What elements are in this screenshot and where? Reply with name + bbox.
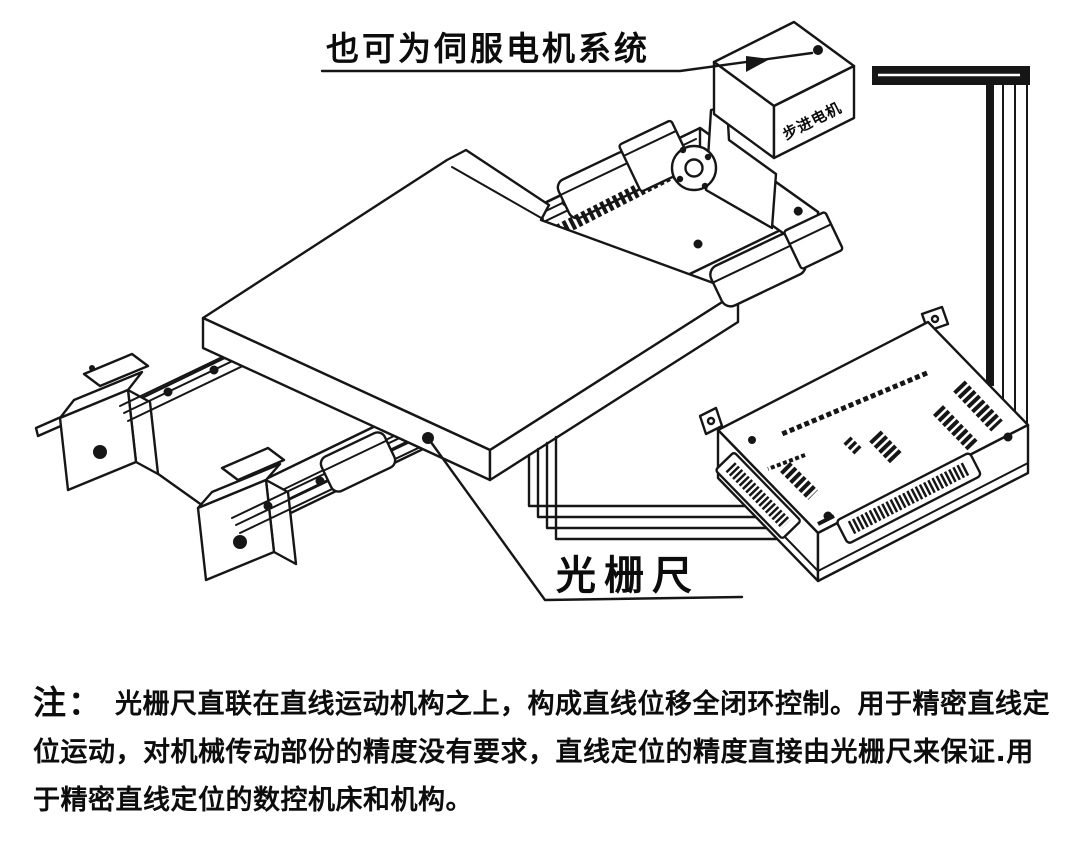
screw-flange (670, 144, 718, 192)
motor-mount-bracket (704, 104, 778, 230)
servo-label-group: 也可为伺服电机系统 (320, 29, 814, 73)
servo-leader-arrowhead (746, 56, 770, 72)
encoder-cable (527, 435, 784, 541)
note-line-3: 于精密直线定位的数控机床和机构。 (33, 785, 473, 816)
driver-terminal-blocks (780, 380, 1003, 500)
driver-printed-text-marks (767, 370, 928, 471)
driver-db-connector (836, 452, 982, 544)
motor-cable (872, 66, 1030, 425)
end-block-back-left (58, 352, 160, 492)
driver-pin-connector (715, 452, 801, 539)
end-block-front-right (783, 206, 844, 270)
note-line-1-text: 光栅尺直联在直线运动机构之上，构成直线位移全闭环控制。用于精密直线定 (115, 689, 1050, 720)
scale-leader-line (426, 436, 744, 602)
note-line-2: 位运动，对机械传动部份的精度没有要求，直线定位的精度直接由光栅尺来保证.用 (33, 737, 1034, 768)
note-line-1: 注： 光栅尺直联在直线运动机构之上，构成直线位移全闭环控制。用于精密直线定 (33, 679, 1055, 729)
table-platform (201, 148, 740, 482)
end-block-front-left (196, 446, 298, 582)
scale-label-group: 光栅尺 (422, 432, 744, 602)
leader-dot-motor (813, 45, 823, 55)
driver-mount-ear-left (698, 406, 724, 436)
servo-label: 也可为伺服电机系统 (326, 29, 650, 68)
scale-label: 光栅尺 (556, 553, 700, 599)
note-prefix: 注： (33, 683, 103, 722)
rail-carriage-front-left (319, 431, 397, 493)
note-paragraph: 注： 光栅尺直联在直线运动机构之上，构成直线位移全闭环控制。用于精密直线定 位运动… (33, 679, 1055, 825)
stepper-motor: 步进电机 (712, 20, 856, 160)
motor-driver-box (698, 305, 1030, 583)
